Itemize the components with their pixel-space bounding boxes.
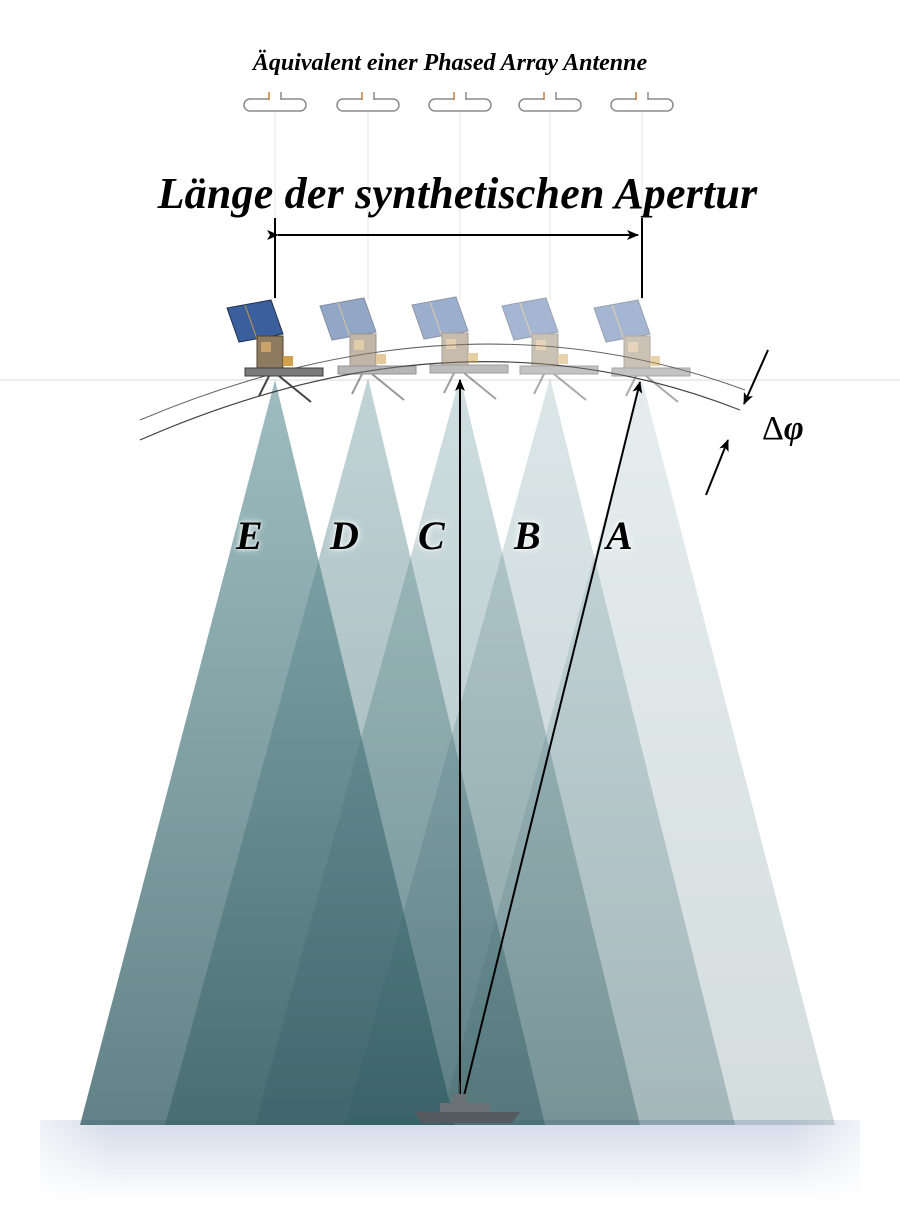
satellite-body [623, 335, 651, 369]
delta-symbol: Δ [762, 410, 784, 447]
antenna-array-title: Äquivalent einer Phased Array Antenne [252, 50, 648, 76]
arrows [267, 218, 769, 1113]
aperture-length-title: Länge der synthetischen Apertur [157, 169, 758, 218]
beam-label-e: E [236, 513, 263, 558]
strut-right [645, 375, 679, 403]
antenna-element-icon [518, 92, 582, 112]
satellite-panel [536, 340, 546, 350]
solar-panel-seam [519, 302, 533, 338]
solar-panel [501, 297, 559, 341]
beam-cones [80, 377, 835, 1125]
antenna-element-icon [428, 92, 492, 112]
satellite-module [376, 354, 386, 364]
delta-phi-label: Δφ [762, 410, 804, 448]
ship [414, 1082, 520, 1123]
radar-plate [244, 367, 324, 377]
ground-fade-left [0, 1115, 110, 1200]
ground-surface [40, 1120, 860, 1200]
satellite-icon [319, 297, 417, 401]
radar-plate [519, 365, 599, 375]
strut-left [443, 372, 455, 394]
beam-label-a: A [606, 513, 633, 558]
ground-fade-right [790, 1115, 900, 1200]
antenna-element-icon [243, 92, 307, 112]
strut-right [278, 375, 312, 403]
antenna-array [243, 92, 674, 112]
beam-cone-e [80, 380, 455, 1125]
beam-label-d: D [330, 513, 359, 558]
solar-panel [319, 297, 377, 341]
radar-plate [337, 365, 417, 375]
antenna-element-icon [610, 92, 674, 112]
antenna-element-body [243, 98, 307, 112]
phi-symbol: φ [783, 410, 804, 447]
antenna-element-icon [336, 92, 400, 112]
solar-panel [226, 299, 284, 343]
strut-left [533, 373, 545, 395]
satellite-panel [261, 342, 271, 352]
strut-right [463, 372, 497, 400]
satellite-body [531, 333, 559, 367]
satellite-icon [593, 299, 691, 403]
radar-plate [611, 367, 691, 377]
antenna-element-body [518, 98, 582, 112]
beam-label-c: C [418, 513, 445, 558]
beam-label-b: B [514, 513, 541, 558]
antenna-element-body [428, 98, 492, 112]
delta-phi-arrow-bottom [705, 439, 729, 496]
delta-phi-arrow-top [743, 349, 769, 405]
satellite-module [283, 356, 293, 366]
solar-panel-seam [337, 302, 351, 338]
strut-right [371, 373, 405, 401]
ship-icon [414, 1082, 520, 1123]
satellite-module [650, 356, 660, 366]
antenna-element-body [336, 98, 400, 112]
ship-bridge [452, 1094, 466, 1103]
ship-superstructure [440, 1103, 490, 1112]
satellite-panel [354, 340, 364, 350]
strut-left [625, 375, 637, 397]
strut-left [258, 375, 270, 397]
ship-hull [414, 1112, 520, 1123]
satellite-icon [226, 299, 324, 403]
satellite-panel [628, 342, 638, 352]
radar-plate [429, 364, 509, 374]
strut-right [553, 373, 587, 401]
satellite-panel [446, 339, 456, 349]
solar-panel-seam [611, 304, 625, 340]
solar-panel-seam [244, 304, 258, 340]
solar-panel [593, 299, 651, 343]
satellite-icon [411, 296, 509, 400]
antenna-element-body [610, 98, 674, 112]
satellite-icon [501, 297, 599, 401]
satellite-module [468, 353, 478, 363]
solar-panel [411, 296, 469, 340]
satellite-module [558, 354, 568, 364]
solar-panel-seam [429, 301, 443, 337]
satellites [226, 296, 691, 403]
strut-left [351, 373, 363, 395]
range-arrow-a [459, 381, 643, 1113]
